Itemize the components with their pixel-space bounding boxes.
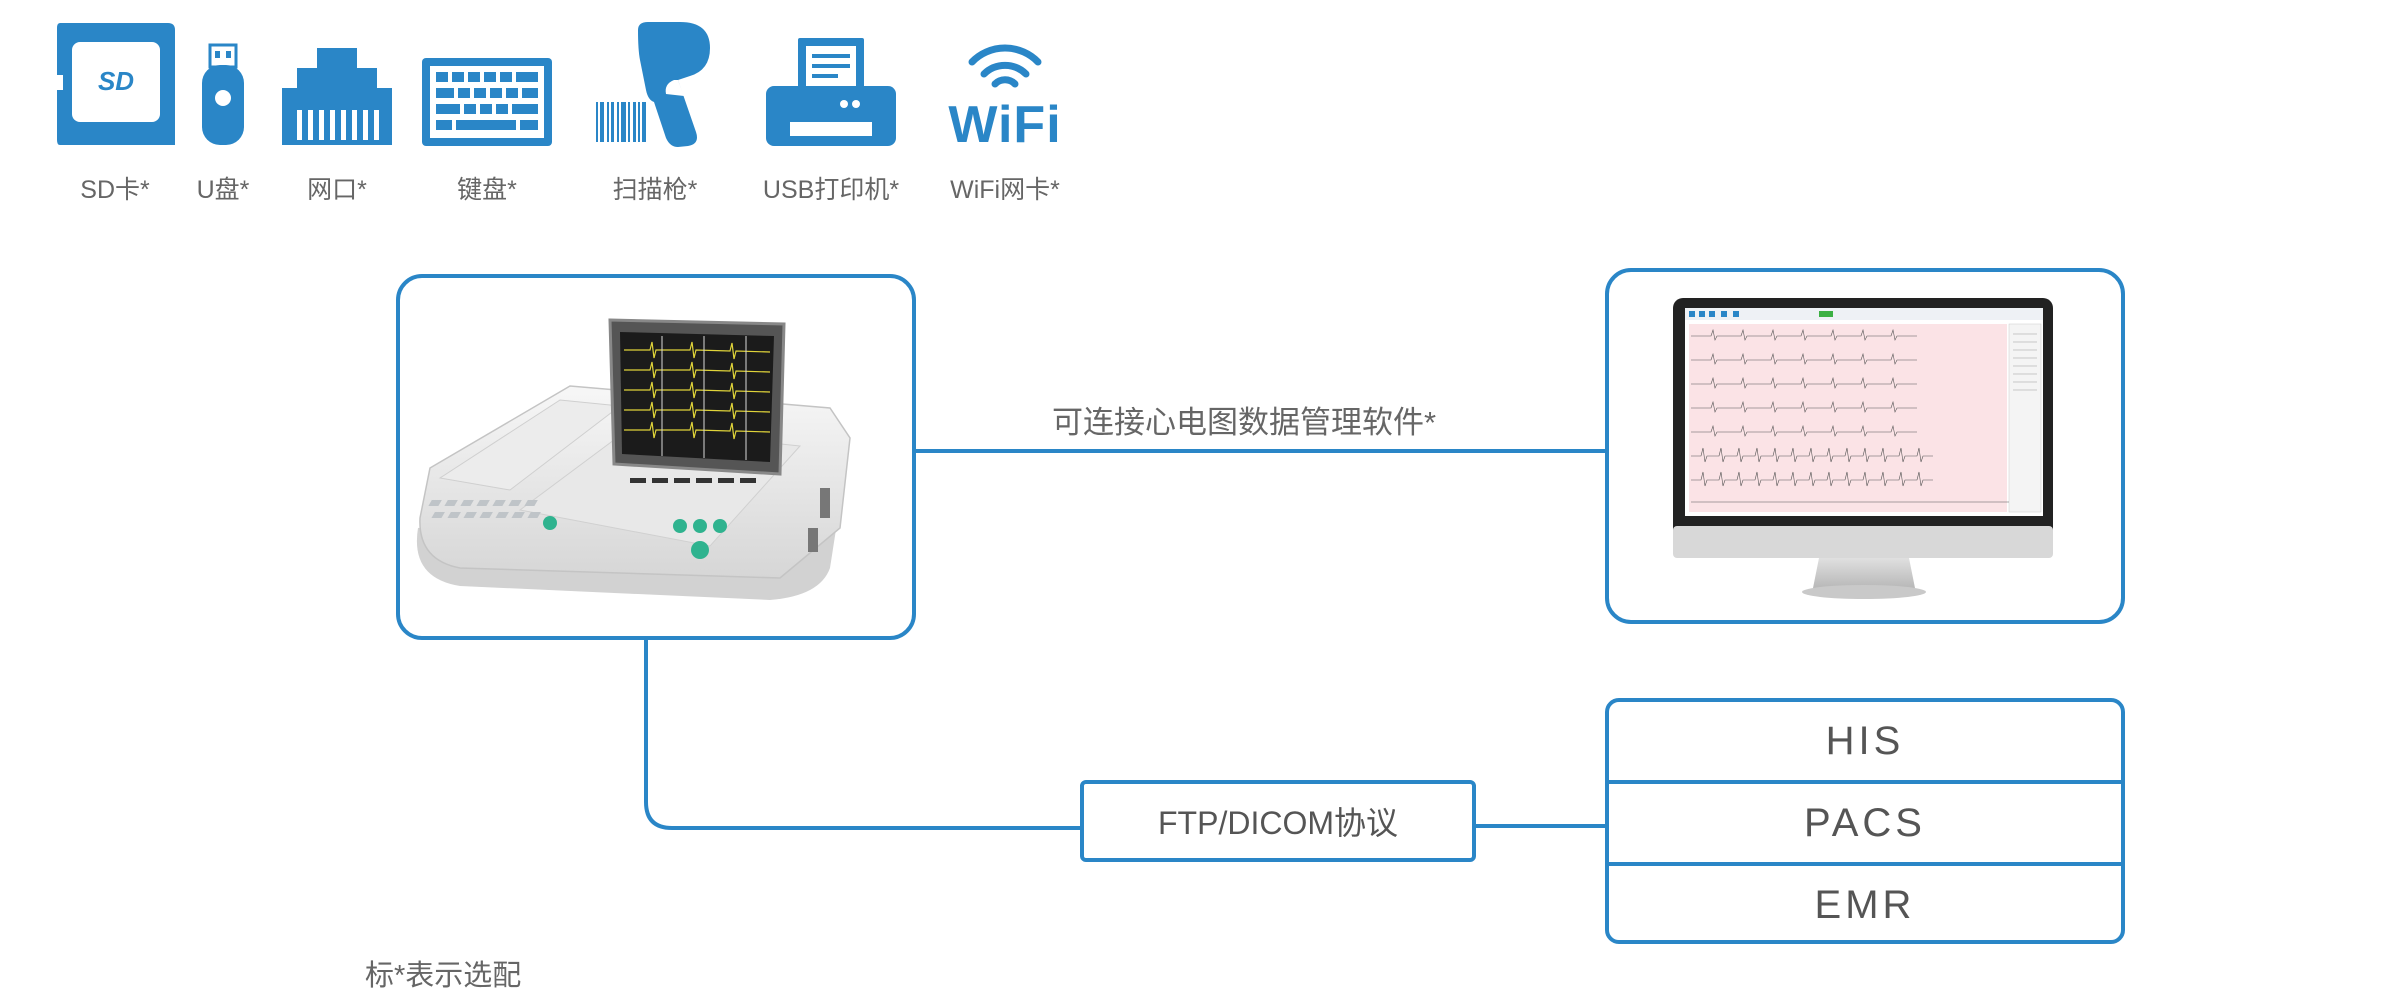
peripheral-keyboard: 键盘* bbox=[412, 20, 562, 210]
sd-logo-text: SD bbox=[98, 66, 134, 96]
peripheral-barcode-scanner: 扫描枪* bbox=[580, 20, 730, 210]
ecg-device-frame bbox=[396, 274, 916, 640]
sd-card-icon: SD bbox=[57, 23, 175, 145]
peripheral-label-wifi: WiFi网卡* bbox=[950, 176, 1060, 204]
hospital-systems-stack: HIS PACS EMR bbox=[1605, 698, 2125, 944]
usb-drive-icon bbox=[202, 43, 244, 145]
peripheral-ethernet: 网口* bbox=[262, 20, 412, 210]
protocol-box: FTP/DICOM协议 bbox=[1080, 780, 1476, 862]
barcode-scanner-icon bbox=[596, 22, 710, 147]
keyboard-icon bbox=[422, 58, 552, 146]
optional-footnote: 标*表示选配 bbox=[365, 960, 522, 992]
wifi-icon: WiFi bbox=[948, 44, 1061, 150]
peripheral-label-barcode-scanner: 扫描枪* bbox=[612, 176, 698, 204]
ethernet-port-icon bbox=[282, 48, 392, 145]
peripheral-usb-drive: U盘* bbox=[148, 20, 298, 210]
system-pacs: PACS bbox=[1609, 780, 2121, 862]
software-link-label: 可连接心电图数据管理软件* bbox=[1052, 405, 1437, 440]
peripheral-label-usb-drive: U盘* bbox=[196, 176, 250, 204]
system-emr: EMR bbox=[1609, 862, 2121, 940]
peripheral-label-keyboard: 键盘* bbox=[457, 176, 517, 204]
peripheral-wifi: WiFi WiFi网卡* bbox=[930, 20, 1080, 210]
peripheral-usb-printer: USB打印机* bbox=[756, 20, 906, 210]
ecg-machine-image bbox=[416, 318, 851, 600]
computer-monitor-image bbox=[1673, 298, 2053, 599]
device-to-protocol-line bbox=[644, 640, 1082, 830]
peripheral-sd-card: SD SD卡* bbox=[40, 20, 190, 210]
peripheral-label-ethernet: 网口* bbox=[307, 176, 367, 204]
protocol-label: FTP/DICOM协议 bbox=[1158, 805, 1398, 841]
peripheral-label-sd-card: SD卡* bbox=[80, 176, 150, 204]
system-his: HIS bbox=[1825, 718, 1905, 763]
wifi-logo-text: WiFi bbox=[948, 96, 1061, 150]
usb-printer-icon bbox=[766, 38, 896, 146]
software-monitor-frame bbox=[1605, 268, 2125, 624]
peripheral-label-usb-printer: USB打印机* bbox=[762, 176, 900, 204]
